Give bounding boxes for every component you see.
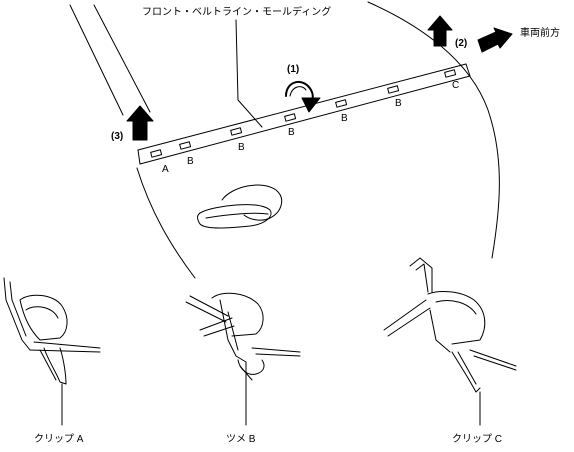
- clip-b-marker: B: [238, 142, 245, 153]
- step-3-label: (3): [111, 131, 124, 142]
- clip-c-marker: C: [452, 80, 460, 91]
- belt-molding-strip: [137, 63, 471, 165]
- arrow-up-icon: [427, 15, 453, 47]
- clip-a-caption: クリップ A: [34, 434, 84, 445]
- clip-a-detail: [3, 277, 101, 426]
- clip-b-marker: B: [395, 98, 402, 109]
- door-handle: [197, 184, 283, 229]
- rotate-arrow-icon: [285, 80, 321, 113]
- clip-slot-b3: [284, 113, 297, 122]
- clip-b-marker: B: [187, 156, 194, 167]
- part-name-leader: [235, 19, 263, 128]
- clip-slot-b1: [179, 141, 192, 150]
- arrow-right-icon: [477, 27, 513, 53]
- arrow-up-icon: [126, 105, 154, 141]
- vehicle-front-label: 車両前方: [520, 28, 560, 39]
- door-outline: [69, 1, 500, 279]
- tab-b-detail: [185, 292, 301, 426]
- step-1-label: (1): [287, 64, 300, 75]
- step-2-label: (2): [455, 38, 468, 49]
- clip-c-caption: クリップ C: [452, 434, 502, 445]
- tab-b-caption: ツメ B: [226, 434, 256, 445]
- clip-slot-b5: [387, 85, 400, 94]
- clip-b-marker: B: [341, 113, 348, 124]
- clip-slot-c: [444, 69, 457, 78]
- clip-a-marker: A: [162, 164, 169, 175]
- clip-slot-b2: [230, 127, 243, 136]
- clip-slot-a: [150, 149, 163, 158]
- part-name-label: フロント・ベルトライン・モールディング: [142, 7, 332, 18]
- clip-c-detail: [383, 257, 517, 426]
- clip-slot-b4: [335, 99, 348, 108]
- clip-b-marker: B: [288, 127, 295, 138]
